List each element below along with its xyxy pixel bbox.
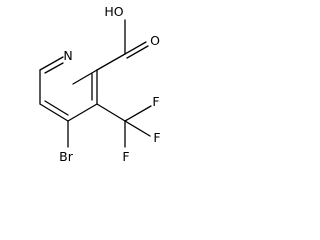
- pyridine-ring: [39, 56, 98, 122]
- trifluoromethyl-group: [96, 103, 152, 148]
- bond-c3-c4: [67, 103, 98, 122]
- bond-c2-carboxyl-carbon: [96, 53, 126, 71]
- bond-n1-c2: [72, 69, 98, 85]
- double-bond-carbonyl-outer: [124, 41, 147, 55]
- bond-cf3-carbon-f-top: [124, 105, 152, 122]
- bond-c3-cf3-carbon: [96, 103, 126, 122]
- bond-c4-c5: [39, 103, 69, 122]
- atom-label-hydroxyl: HO: [104, 4, 123, 19]
- aromatic-inner-bond-c4-c5: [44, 100, 69, 116]
- bond-cf3-carbon-f-middle: [124, 120, 151, 137]
- atom-label-fluorine-middle: F: [153, 130, 160, 145]
- atom-label-ring-nitrogen: N: [63, 48, 72, 63]
- atom-label-fluorine-bottom: F: [122, 149, 129, 164]
- atom-label-bromine: Br: [59, 149, 74, 164]
- bond-c6-n1: [39, 56, 64, 71]
- double-bond-carbonyl-inner: [126, 45, 149, 59]
- aromatic-inner-bond-c6-n1: [44, 62, 64, 74]
- carboxylic-acid-group: [96, 19, 149, 71]
- molecular-structure-diagram: HO O N F F F Br: [39, 4, 161, 164]
- atom-label-fluorine-top: F: [152, 94, 159, 109]
- atom-label-carbonyl-oxygen: O: [150, 33, 160, 48]
